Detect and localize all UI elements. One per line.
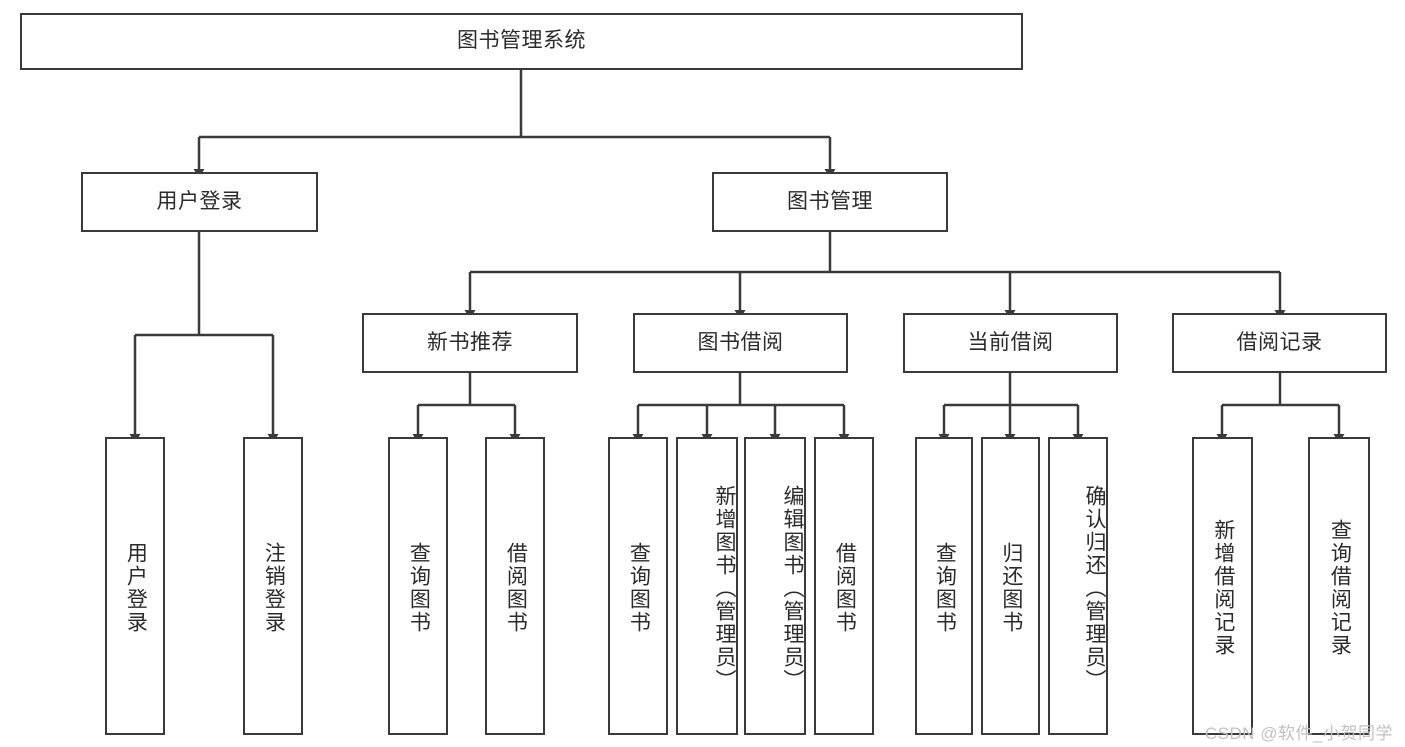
- node-book-borrow[interactable]: 图书借阅: [633, 313, 848, 373]
- leaf-query-book-3[interactable]: 查询图书: [915, 437, 973, 735]
- leaf-add-book-label: 新增图书（管理员）: [713, 484, 736, 692]
- leaf-logout[interactable]: 注销登录: [243, 437, 303, 735]
- leaf-user-login[interactable]: 用户登录: [105, 437, 165, 735]
- leaf-edit-book[interactable]: 编辑图书（管理员）: [744, 437, 806, 735]
- node-book-manage[interactable]: 图书管理: [712, 172, 948, 232]
- leaf-edit-book-label: 编辑图书（管理员）: [781, 484, 804, 692]
- leaf-query-book-3-label: 查询图书: [933, 542, 957, 634]
- node-borrow-record[interactable]: 借阅记录: [1172, 313, 1387, 373]
- node-user-login[interactable]: 用户登录: [81, 172, 318, 232]
- leaf-add-book[interactable]: 新增图书（管理员）: [676, 437, 738, 735]
- leaf-user-login-label: 用户登录: [124, 542, 148, 634]
- leaf-return-book[interactable]: 归还图书: [981, 437, 1040, 735]
- leaf-query-book-1[interactable]: 查询图书: [388, 437, 448, 735]
- leaf-confirm-return-label: 确认归还（管理员）: [1083, 484, 1106, 692]
- leaf-logout-label: 注销登录: [262, 542, 286, 634]
- leaf-borrow-book-2-label: 借阅图书: [833, 542, 857, 634]
- leaf-borrow-book-1[interactable]: 借阅图书: [485, 437, 545, 735]
- leaf-query-book-2-label: 查询图书: [627, 542, 651, 634]
- leaf-query-record-label: 查询借阅记录: [1328, 519, 1352, 657]
- leaf-return-book-label: 归还图书: [999, 542, 1023, 634]
- node-book-borrow-label: 图书借阅: [697, 330, 784, 354]
- node-borrow-record-label: 借阅记录: [1236, 330, 1323, 354]
- node-root-label: 图书管理系统: [457, 29, 586, 53]
- node-new-book-rec-label: 新书推荐: [427, 330, 513, 354]
- node-new-book-rec[interactable]: 新书推荐: [362, 313, 578, 373]
- leaf-borrow-book-2[interactable]: 借阅图书: [814, 437, 874, 735]
- leaf-add-record[interactable]: 新增借阅记录: [1192, 437, 1253, 735]
- leaf-query-book-2[interactable]: 查询图书: [608, 437, 668, 735]
- node-current-borrow[interactable]: 当前借阅: [903, 313, 1118, 373]
- csdn-watermark: CSDN @软件_小贺同学: [1204, 724, 1393, 743]
- node-book-manage-label: 图书管理: [787, 189, 873, 213]
- leaf-borrow-book-1-label: 借阅图书: [504, 542, 528, 634]
- node-root[interactable]: 图书管理系统: [20, 13, 1023, 70]
- leaf-query-book-1-label: 查询图书: [407, 542, 431, 634]
- leaf-confirm-return[interactable]: 确认归还（管理员）: [1048, 437, 1108, 735]
- leaf-add-record-label: 新增借阅记录: [1211, 519, 1235, 657]
- node-user-login-label: 用户登录: [156, 189, 243, 213]
- leaf-query-record[interactable]: 查询借阅记录: [1308, 437, 1370, 735]
- node-current-borrow-label: 当前借阅: [967, 330, 1054, 354]
